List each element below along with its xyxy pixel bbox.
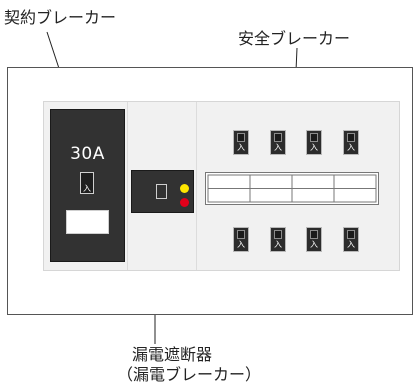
leakage-breaker-sublabel: （漏電ブレーカー） [117, 365, 262, 384]
main-breaker-switch[interactable]: 入 [80, 172, 94, 194]
panel-divider [196, 102, 197, 270]
branch-breaker-bottom-2[interactable]: 入 [270, 227, 286, 252]
branch-breaker-top-1[interactable]: 入 [233, 130, 249, 155]
leakage-test-button-red-icon[interactable] [180, 198, 189, 207]
main-breaker-rating: 30A [70, 144, 105, 164]
bus-bar-grid [207, 174, 377, 203]
switch-mark: 入 [237, 240, 245, 249]
switch-mark: 入 [274, 143, 282, 152]
switch-mark: 入 [310, 143, 318, 152]
branch-breaker-bottom-3[interactable]: 入 [306, 227, 322, 252]
main-breaker-switch-mark: 入 [83, 184, 91, 193]
bus-bar [205, 172, 379, 205]
main-breaker-nameplate [66, 210, 109, 234]
switch-mark: 入 [347, 240, 355, 249]
switch-mark: 入 [237, 143, 245, 152]
main-breaker: 30A 入 [50, 109, 125, 262]
panel-divider [127, 102, 128, 270]
branch-breaker-top-3[interactable]: 入 [306, 130, 322, 155]
main-breaker-label: 契約ブレーカー [4, 8, 117, 27]
branch-breaker-bottom-1[interactable]: 入 [233, 227, 249, 252]
branch-breaker-top-4[interactable]: 入 [343, 130, 359, 155]
switch-mark: 入 [274, 240, 282, 249]
switch-mark: 入 [347, 143, 355, 152]
leakage-breaker-switch[interactable] [156, 184, 167, 199]
branch-breaker-bottom-4[interactable]: 入 [343, 227, 359, 252]
branch-breaker-top-2[interactable]: 入 [270, 130, 286, 155]
leakage-breaker [131, 170, 194, 213]
leakage-breaker-label: 漏電遮断器 [132, 345, 213, 364]
leakage-indicator-yellow-icon [180, 184, 189, 193]
switch-mark: 入 [310, 240, 318, 249]
branch-breaker-label: 安全ブレーカー [238, 29, 351, 48]
